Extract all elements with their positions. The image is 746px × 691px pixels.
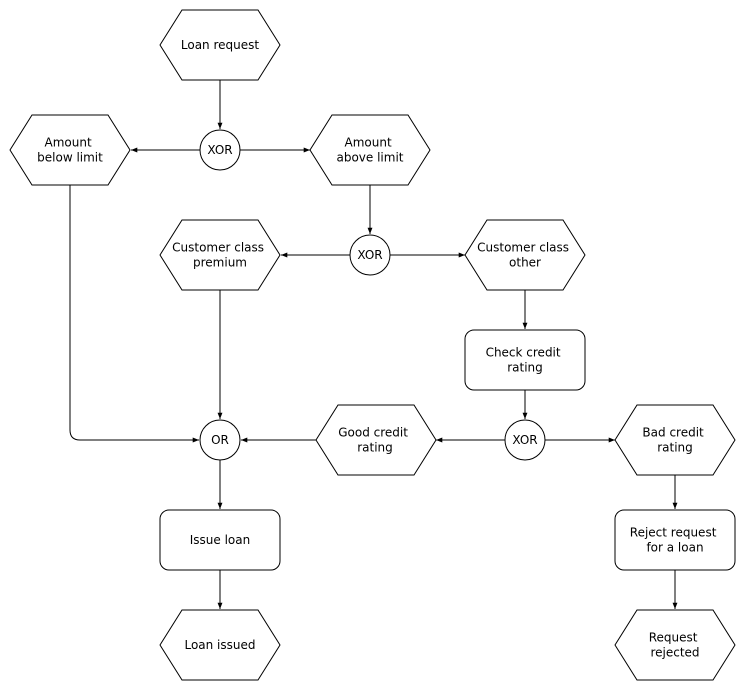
- node-reject-request: Reject request for a loan: [614, 509, 736, 571]
- node-label: Loan issued: [184, 638, 255, 652]
- node-or-1: OR: [199, 419, 241, 461]
- node-label: Loan request: [181, 38, 260, 52]
- xor-connector-circle: [199, 129, 241, 171]
- node-good-credit: Good credit rating: [315, 404, 437, 476]
- node-label: Bad credit rating: [642, 425, 707, 454]
- node-label: XOR: [207, 143, 232, 157]
- node-check-credit: Check credit rating: [464, 329, 586, 391]
- event-hexagon: [159, 609, 281, 681]
- event-hexagon: [464, 219, 586, 291]
- node-label: Request rejected: [649, 630, 702, 659]
- edges: [69, 80, 678, 609]
- node-request-rejected: Request rejected: [614, 609, 736, 681]
- node-class-premium: Customer class premium: [159, 219, 281, 291]
- event-hexagon: [315, 404, 437, 476]
- event-hexagon: [614, 609, 736, 681]
- xor-connector-circle: [504, 419, 546, 461]
- node-label: OR: [211, 433, 229, 447]
- node-loan-request: Loan request: [159, 9, 281, 81]
- node-label: XOR: [357, 248, 382, 262]
- node-label: Check credit rating: [486, 345, 565, 374]
- event-hexagon: [614, 404, 736, 476]
- function-box: [159, 509, 281, 571]
- node-issue-loan: Issue loan: [159, 509, 281, 571]
- event-hexagon: [309, 114, 431, 186]
- node-label: Good credit rating: [338, 425, 412, 454]
- event-hexagon: [159, 219, 281, 291]
- node-xor-3: XOR: [504, 419, 546, 461]
- node-amount-above: Amount above limit: [309, 114, 431, 186]
- xor-connector-circle: [349, 234, 391, 276]
- event-hexagon: [9, 114, 131, 186]
- node-xor-1: XOR: [199, 129, 241, 171]
- node-label: Customer class other: [477, 240, 573, 269]
- node-amount-below: Amount below limit: [9, 114, 131, 186]
- node-label: Customer class premium: [172, 240, 268, 269]
- node-label: Issue loan: [190, 533, 250, 547]
- node-label: Amount below limit: [37, 135, 103, 164]
- node-class-other: Customer class other: [464, 219, 586, 291]
- node-xor-2: XOR: [349, 234, 391, 276]
- node-bad-credit: Bad credit rating: [614, 404, 736, 476]
- node-label: Reject request for a loan: [630, 525, 720, 554]
- node-label: XOR: [512, 433, 537, 447]
- function-box: [464, 329, 586, 391]
- event-hexagon: [159, 9, 281, 81]
- node-loan-issued: Loan issued: [159, 609, 281, 681]
- function-box: [614, 509, 736, 571]
- or-connector-circle: [199, 419, 241, 461]
- edge-amount-below-to-or: [69, 185, 199, 443]
- node-label: Amount above limit: [336, 135, 403, 164]
